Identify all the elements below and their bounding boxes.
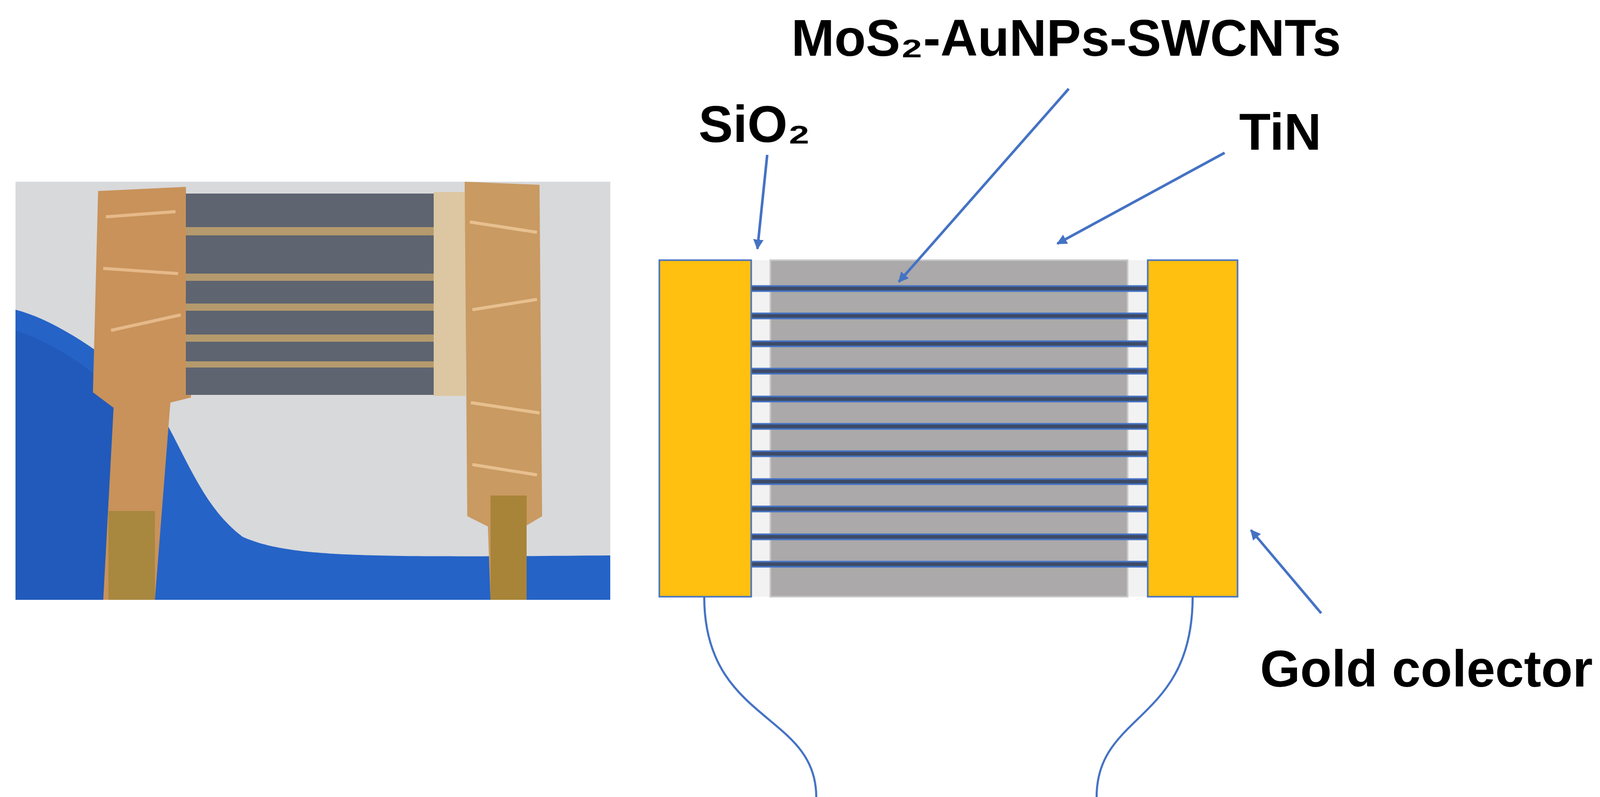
device-schematic: [659, 260, 1238, 797]
device-photo: [15, 181, 611, 600]
part-label: MoS₂-AuNPs-SWCNTs: [791, 9, 1342, 67]
part-label: TiN: [1239, 103, 1322, 161]
part-label: Gold colector: [1259, 640, 1593, 697]
leader-lines: [757, 88, 1322, 614]
part-label: SiO₂: [698, 95, 811, 153]
